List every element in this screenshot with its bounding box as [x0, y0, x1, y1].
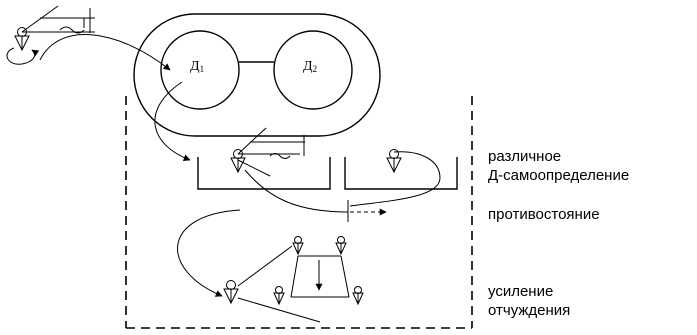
- circle-label-d1: Д1: [190, 59, 204, 74]
- alienation-group: [273, 236, 364, 305]
- bottom-figure-group: [223, 245, 321, 323]
- person-figure-icon: [352, 286, 364, 305]
- bracket-container-left: [197, 127, 331, 190]
- bracket-container-right: [344, 149, 458, 207]
- dashed-frame: [125, 96, 473, 329]
- label-different-self-determination-line2: Д-самоопределение: [488, 167, 629, 184]
- person-figure-icon: [230, 149, 246, 173]
- person-figure-icon: [14, 27, 30, 51]
- person-figure-icon: [273, 286, 285, 305]
- person-figure-icon: [386, 149, 402, 173]
- person-figure-icon: [223, 280, 239, 304]
- label-alienation-line1: усиление: [488, 283, 553, 300]
- dyad-container: [133, 13, 381, 137]
- arrow-to-d1: [39, 34, 171, 71]
- circle-label-d2: Д2: [303, 59, 317, 74]
- person-figure-icon: [292, 236, 304, 255]
- arrow-to-bottom-figure: [177, 209, 241, 297]
- confrontation-curve: [244, 169, 349, 213]
- top-left-person-group: [6, 5, 95, 65]
- label-different-self-determination-line1: различное: [488, 148, 561, 165]
- label-alienation-line2: отчуждения: [488, 302, 570, 319]
- person-figure-icon: [335, 236, 347, 255]
- label-confrontation: противостояние: [488, 206, 600, 223]
- arrow-d1-to-box: [154, 81, 191, 162]
